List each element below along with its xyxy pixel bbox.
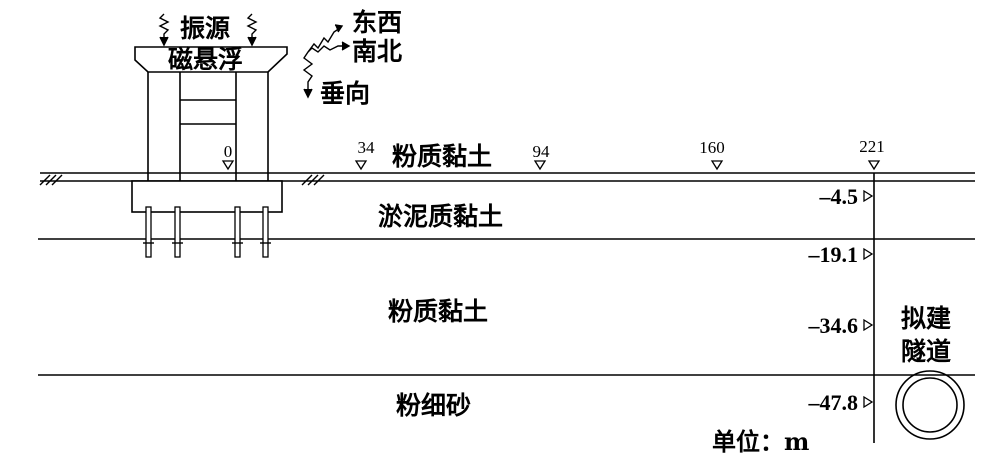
pier-structure	[134, 46, 288, 181]
measurement-point-markers	[221, 160, 881, 171]
measurement-point-label: 0	[224, 142, 233, 161]
measurement-point-marker	[710, 160, 724, 171]
soil-layer-label: 淤泥质黏土	[378, 202, 503, 231]
east-west-label: 东西	[352, 8, 402, 37]
depth-marker	[863, 318, 874, 332]
vibration-source-label: 振源	[180, 14, 230, 43]
south-north-label: 南北	[352, 37, 402, 66]
tunnel-outer-ring	[895, 370, 965, 440]
measurement-point-marker	[221, 160, 235, 171]
measurement-point-marker	[354, 160, 368, 171]
pile-cap	[131, 180, 283, 213]
unit-label: 单位：m	[712, 427, 809, 456]
depth-label: –34.6	[808, 313, 859, 338]
measurement-point-label: 94	[533, 142, 551, 161]
foundation	[131, 180, 283, 258]
pile	[234, 206, 241, 258]
tunnel-label: 隧道	[901, 337, 951, 366]
depth-marker	[863, 247, 874, 261]
vibration-arrow-right	[246, 13, 258, 47]
south-north-arrow	[307, 45, 346, 53]
measurement-point-label: 34	[358, 138, 376, 157]
ground-hatch-right	[301, 174, 325, 186]
ground-hatch-left	[39, 174, 63, 186]
vibration-arrow-left	[158, 13, 170, 47]
pile	[145, 206, 152, 258]
soil-layer-label: 粉质黏土	[392, 142, 492, 171]
soil-layer-label: 粉质黏土	[388, 297, 488, 326]
measurement-point-marker	[533, 160, 547, 171]
pile	[174, 206, 181, 258]
depth-marker	[863, 189, 874, 203]
depth-label: –19.1	[808, 242, 859, 267]
pile	[262, 206, 269, 258]
vertical-arrow	[302, 51, 314, 94]
measurement-point-label: 221	[859, 137, 885, 156]
soil-layer-label: 粉细砂	[396, 391, 471, 420]
piles	[145, 206, 269, 258]
tunnel	[895, 370, 965, 440]
measurement-point-label: 160	[699, 138, 725, 157]
depth-marker	[863, 395, 874, 409]
direction-legend	[302, 24, 351, 99]
maglev-label: 磁悬浮	[168, 45, 243, 74]
tunnel-label: 拟建	[901, 304, 951, 333]
depth-markers	[863, 189, 874, 409]
east-west-arrow	[307, 27, 341, 53]
tunnel-inner-ring	[902, 377, 958, 433]
vertical-label: 垂向	[320, 79, 370, 108]
depth-label: –4.5	[819, 184, 859, 209]
depth-label: –47.8	[808, 390, 859, 415]
vibration-source-arrows	[158, 13, 258, 47]
measurement-point-marker	[867, 160, 881, 171]
